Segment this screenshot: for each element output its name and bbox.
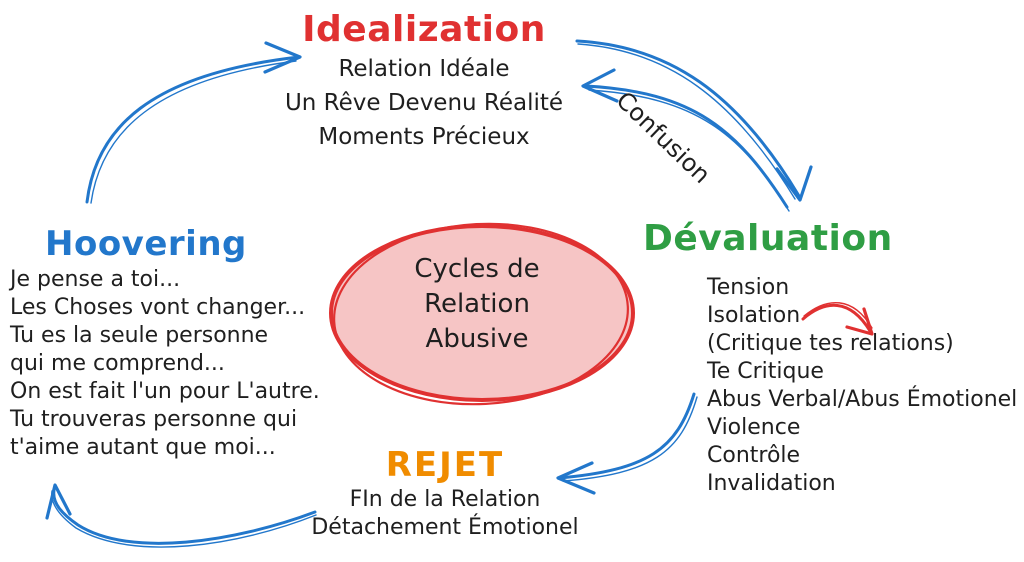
rejet-items: FIn de la Relation Détachement Émotionel [295, 486, 595, 542]
center-title-line: Cycles de [414, 254, 540, 284]
devaluation-items: Tension Isolation (Critique tes relation… [707, 274, 1017, 498]
arrow-devaluation-to-rejet [556, 392, 698, 495]
idealization-item: Relation Idéale [338, 56, 510, 82]
center-title-line: Abusive [425, 324, 529, 354]
devaluation-item: Te Critique [707, 359, 824, 384]
devaluation-item: Contrôle [707, 443, 801, 468]
idealization-section: Idealization Relation Idéale Un Rêve Dev… [259, 8, 589, 154]
arrow-rejet-to-hoovering [45, 483, 317, 548]
devaluation-item: Violence [707, 415, 801, 440]
devaluation-item: Invalidation [707, 471, 836, 496]
arrow-hoovering-to-idealization [85, 41, 302, 204]
hoovering-item: Les Choses vont changer... [10, 295, 306, 320]
rejet-title: REJET [385, 445, 505, 485]
hoovering-item: On est fait l'un pour L'autre. [10, 379, 320, 404]
center-ellipse [329, 222, 635, 406]
center-title-line: Relation [424, 289, 530, 319]
idealization-item: Moments Précieux [318, 124, 530, 150]
hoovering-item: Tu es la seule personne [10, 323, 269, 348]
devaluation-item: Isolation [707, 303, 801, 328]
rejet-item: FIn de la Relation [349, 487, 541, 512]
arrow-confusion-return [581, 68, 790, 212]
rejet-section: REJET FIn de la Relation Détachement Émo… [295, 444, 595, 542]
hoovering-items: Je pense a toi... Les Choses vont change… [10, 266, 320, 462]
devaluation-item: Tension [707, 275, 790, 300]
rejet-item: Détachement Émotionel [311, 515, 579, 540]
hoovering-item: t'aime autant que moi... [10, 435, 276, 460]
arrow-isolation-to-critique [801, 302, 874, 336]
idealization-title: Idealization [302, 9, 546, 50]
devaluation-item: Abus Verbal/Abus Émotionel [707, 387, 1018, 412]
hoovering-item: qui me comprend... [10, 351, 225, 376]
hoovering-title: Hoovering [45, 224, 247, 264]
arrow-idealization-to-devaluation [575, 39, 813, 202]
idealization-items: Relation Idéale Un Rêve Devenu Réalité M… [259, 52, 589, 154]
devaluation-item: (Critique tes relations) [707, 331, 954, 356]
hoovering-item: Je pense a toi... [10, 267, 181, 292]
center-title: Cycles de Relation Abusive [362, 252, 592, 357]
hoovering-item: Tu trouveras personne qui [10, 407, 298, 432]
devaluation-title: Dévaluation [643, 218, 893, 259]
idealization-item: Un Rêve Devenu Réalité [284, 90, 564, 116]
